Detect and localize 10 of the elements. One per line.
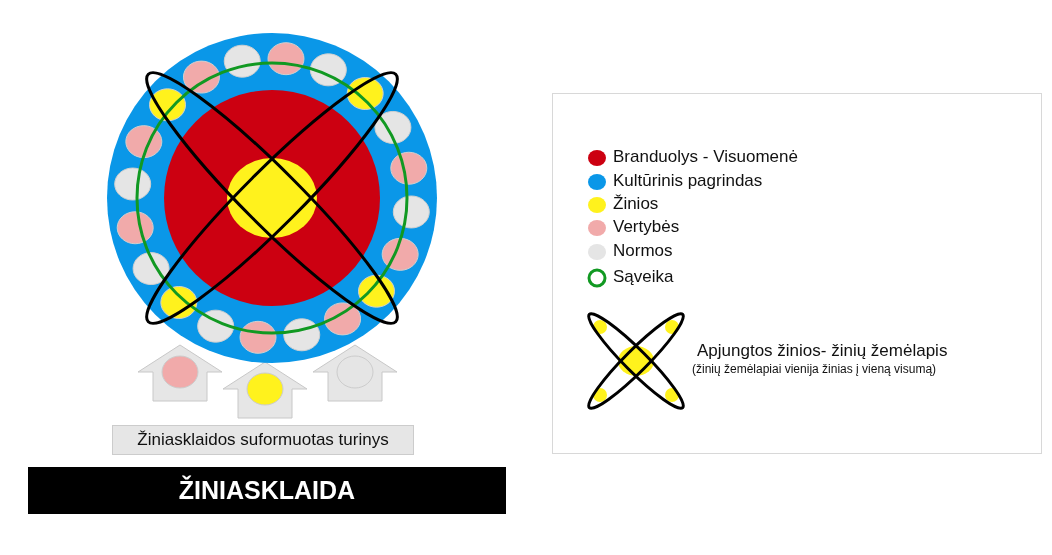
note-text: (žinių žemėlapiai vienija žinias į vieną visumą) (692, 362, 937, 376)
legend-text: Apjungtos žinios- žinių žemėlapis (697, 341, 948, 361)
legend-text: Normos (613, 241, 673, 261)
legend-text: Sąveika (613, 267, 674, 287)
legend-text: Branduolys - Visuomenė (613, 147, 798, 167)
content-label-box: Žiniasklaidos suformuotas turinys (112, 425, 414, 455)
media-banner: ŽINIASKLAIDA (28, 467, 506, 514)
legend-text: Žinios (613, 194, 659, 214)
legend-text: Vertybės (613, 217, 680, 237)
legend-text: Kultūrinis pagrindas (613, 171, 763, 191)
